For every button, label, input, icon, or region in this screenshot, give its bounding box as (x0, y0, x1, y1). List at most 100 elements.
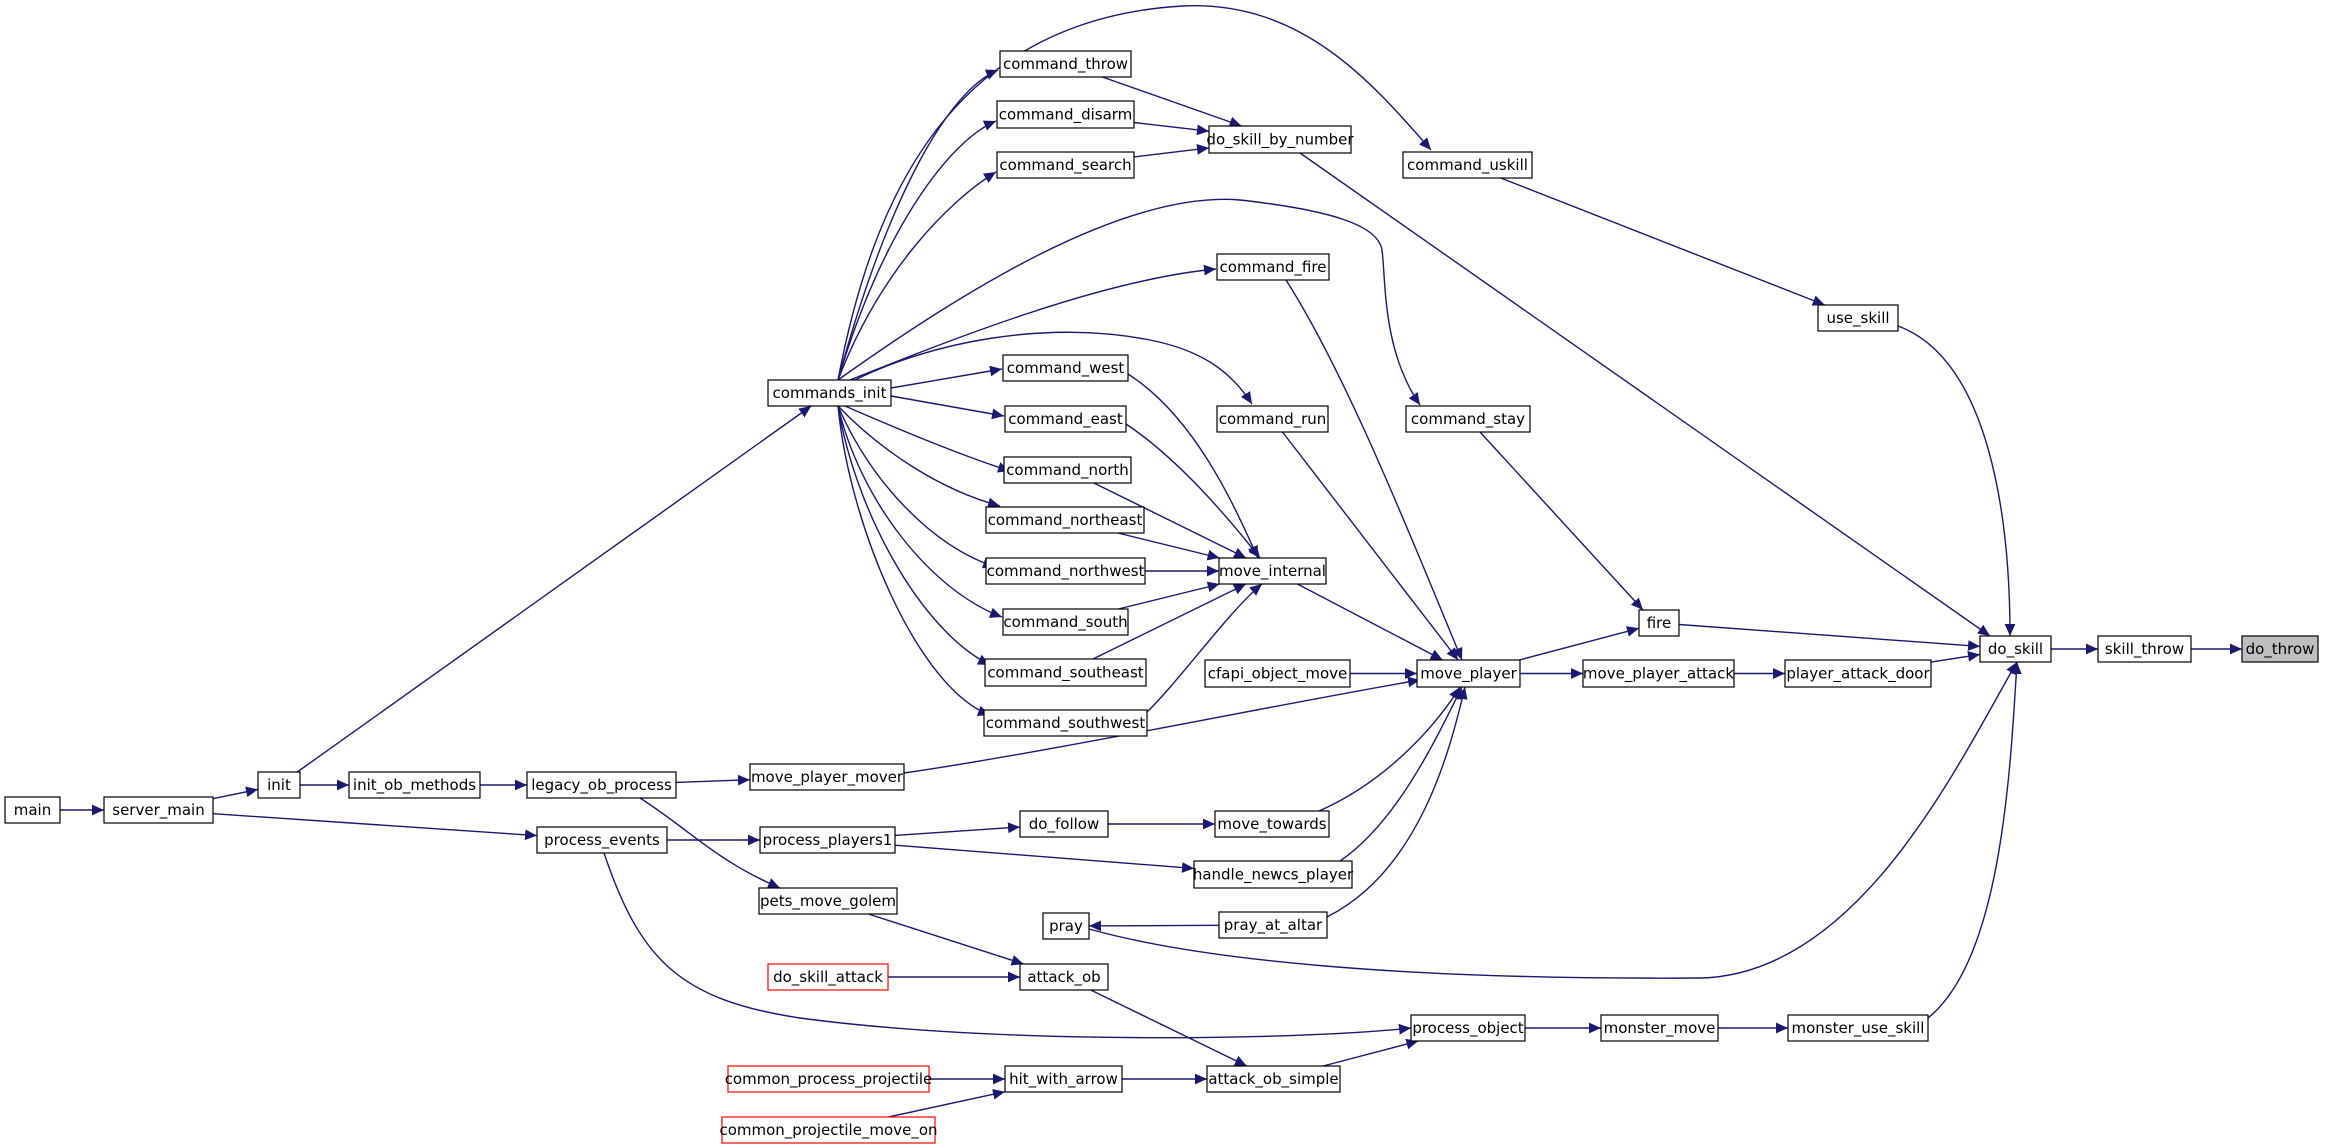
node-move_player[interactable]: move_player (1416, 659, 1521, 688)
node-command_throw[interactable]: command_throw (999, 50, 1132, 78)
node-label-process_object: process_object (1412, 1019, 1523, 1038)
node-label-handle_newcs_player: handle_newcs_player (1193, 866, 1354, 885)
node-box-handle_newcs_player (1193, 860, 1353, 889)
edge-process_events-to-process_object (603, 852, 1412, 1039)
edge-command_southwest-to-move_internal (1146, 583, 1263, 713)
node-move_player_attack[interactable]: move_player_attack (1582, 659, 1735, 688)
node-box-command_north (1003, 456, 1132, 484)
edge-commands_init-to-command_northwest (837, 405, 996, 569)
node-do_skill_attack[interactable]: do_skill_attack (767, 963, 889, 991)
node-do_follow[interactable]: do_follow (1019, 810, 1109, 838)
node-box-command_northwest (985, 557, 1146, 585)
edge-pray-to-do_skill (1088, 661, 2018, 979)
node-command_northwest[interactable]: command_northwest (985, 557, 1146, 585)
node-label-do_follow: do_follow (1029, 815, 1099, 834)
node-do_throw[interactable]: do_throw (2241, 635, 2319, 663)
node-box-do_skill (1979, 635, 2052, 663)
node-box-do_skill_by_number (1208, 125, 1352, 154)
node-use_skill[interactable]: use_skill (1817, 304, 1899, 332)
node-handle_newcs_player[interactable]: handle_newcs_player (1193, 860, 1354, 889)
node-box-attack_ob (1019, 963, 1109, 991)
node-command_southwest[interactable]: command_southwest (983, 709, 1148, 737)
node-pray_at_altar[interactable]: pray_at_altar (1218, 911, 1328, 939)
node-init[interactable]: init (257, 771, 301, 799)
node-command_southeast[interactable]: command_southeast (984, 658, 1147, 687)
node-command_run[interactable]: command_run (1216, 405, 1329, 433)
node-attack_ob_simple[interactable]: attack_ob_simple (1206, 1065, 1341, 1093)
node-command_north[interactable]: command_north (1003, 456, 1132, 484)
node-box-move_internal (1218, 557, 1327, 585)
node-label-server_main: server_main (112, 801, 204, 820)
node-pray[interactable]: pray (1042, 912, 1090, 940)
node-command_east[interactable]: command_east (1004, 405, 1127, 433)
node-label-command_run: command_run (1219, 410, 1327, 429)
edge-command_northeast-to-move_internal (1117, 532, 1220, 561)
node-monster_move[interactable]: monster_move (1600, 1014, 1719, 1042)
node-box-fire (1638, 609, 1680, 637)
edge-command_search-to-do_skill_by_number (1133, 143, 1210, 158)
node-init_ob_methods[interactable]: init_ob_methods (348, 771, 481, 799)
node-monster_use_skill[interactable]: monster_use_skill (1787, 1014, 1929, 1042)
node-command_west[interactable]: command_west (1002, 354, 1129, 382)
node-box-move_player_mover (749, 763, 905, 791)
node-box-player_attack_door (1784, 659, 1932, 688)
node-label-command_fire: command_fire (1220, 258, 1327, 277)
node-box-command_stay (1405, 405, 1531, 433)
node-label-pets_move_golem: pets_move_golem (760, 892, 896, 911)
node-move_internal[interactable]: move_internal (1218, 557, 1327, 585)
node-player_attack_door[interactable]: player_attack_door (1784, 659, 1932, 688)
node-label-attack_ob: attack_ob (1027, 968, 1100, 987)
node-pets_move_golem[interactable]: pets_move_golem (758, 887, 898, 915)
node-command_search[interactable]: command_search (996, 151, 1135, 179)
node-process_object[interactable]: process_object (1410, 1014, 1526, 1042)
node-attack_ob[interactable]: attack_ob (1019, 963, 1109, 991)
edge-attack_ob-to-attack_ob_simple (1090, 989, 1248, 1067)
node-command_fire[interactable]: command_fire (1216, 253, 1330, 281)
edge-pets_move_golem-to-attack_ob (868, 913, 1024, 966)
node-box-attack_ob_simple (1206, 1065, 1341, 1093)
node-do_skill_by_number[interactable]: do_skill_by_number (1206, 125, 1354, 154)
edge-commands_init-to-command_north (844, 405, 1011, 473)
node-command_south[interactable]: command_south (1002, 608, 1129, 636)
node-label-common_process_projectile: common_process_projectile (725, 1070, 933, 1089)
node-command_northeast[interactable]: command_northeast (985, 506, 1145, 534)
edge-monster_use_skill-to-do_skill (1927, 661, 2022, 1019)
node-label-common_projectile_move_on: common_projectile_move_on (719, 1121, 937, 1140)
node-label-commands_init: commands_init (773, 384, 887, 403)
node-skill_throw[interactable]: skill_throw (2097, 635, 2192, 663)
edge-pray_at_altar-to-pray (1088, 920, 1220, 932)
node-box-process_events (536, 826, 668, 854)
node-label-fire: fire (1647, 614, 1672, 632)
node-process_events[interactable]: process_events (536, 826, 668, 854)
node-command_stay[interactable]: command_stay (1405, 405, 1531, 433)
node-box-do_skill_attack (767, 963, 889, 991)
node-move_player_mover[interactable]: move_player_mover (749, 763, 905, 791)
node-box-server_main (103, 796, 214, 824)
node-label-move_player: move_player (1420, 665, 1517, 684)
node-main[interactable]: main (4, 796, 61, 824)
edge-commands_init-to-command_south (837, 405, 1003, 618)
node-command_uskill[interactable]: command_uskill (1402, 151, 1533, 179)
node-label-init: init (267, 776, 291, 794)
node-cfapi_object_move[interactable]: cfapi_object_move (1204, 659, 1351, 688)
node-do_skill[interactable]: do_skill (1979, 635, 2052, 663)
node-label-monster_move: monster_move (1604, 1019, 1716, 1038)
node-label-hit_with_arrow: hit_with_arrow (1009, 1070, 1118, 1089)
node-label-attack_ob_simple: attack_ob_simple (1208, 1070, 1338, 1089)
node-process_players1[interactable]: process_players1 (759, 826, 896, 854)
edge-commands_init-to-command_disarm (837, 120, 997, 381)
node-fire[interactable]: fire (1638, 609, 1680, 637)
node-common_process_projectile[interactable]: common_process_projectile (725, 1065, 933, 1093)
node-common_projectile_move_on[interactable]: common_projectile_move_on (719, 1116, 938, 1144)
node-server_main[interactable]: server_main (103, 796, 214, 824)
node-command_disarm[interactable]: command_disarm (996, 100, 1135, 129)
node-hit_with_arrow[interactable]: hit_with_arrow (1004, 1065, 1123, 1093)
edge-do_skill_by_number-to-do_skill (1299, 152, 1991, 637)
node-label-move_towards: move_towards (1217, 815, 1326, 834)
edge-command_uskill-to-use_skill (1500, 177, 1826, 306)
node-move_towards[interactable]: move_towards (1214, 810, 1330, 838)
node-commands_init[interactable]: commands_init (767, 379, 892, 407)
node-legacy_ob_process[interactable]: legacy_ob_process (526, 771, 677, 799)
node-box-command_west (1002, 354, 1129, 382)
node-label-command_northeast: command_northeast (988, 511, 1143, 530)
